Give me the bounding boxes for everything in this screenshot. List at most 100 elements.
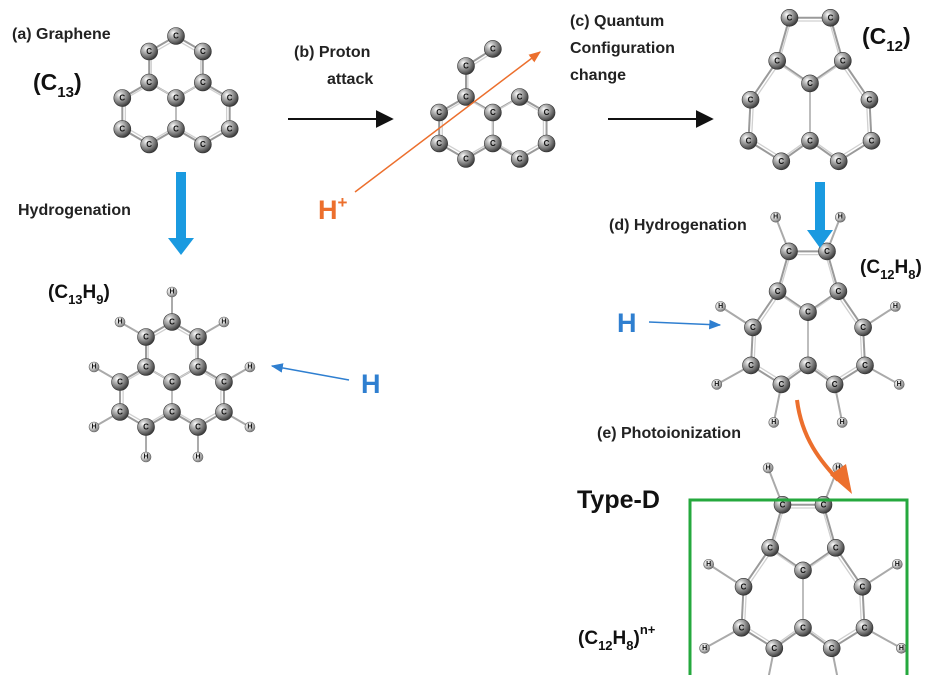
carbon-atom: C — [140, 42, 158, 61]
hydrogen-atom: H — [699, 642, 710, 654]
carbon-atom: C — [215, 403, 233, 421]
carbon-atom: C — [167, 120, 185, 138]
label-proton-attack-line2: attack — [327, 71, 373, 88]
carbon-atom: C — [189, 358, 207, 376]
carbon-atom: C — [799, 303, 817, 322]
hydrogen-atom: H — [114, 316, 126, 328]
carbon-atom: C — [794, 618, 812, 637]
hydrogen-atom: H — [88, 421, 100, 433]
carbon-atom: C — [833, 52, 852, 70]
carbon-atom: C — [822, 639, 841, 658]
label-graphene: (a) Graphene — [12, 26, 111, 43]
carbon-atom: C — [484, 103, 502, 122]
carbon-atom: C — [825, 375, 844, 394]
carbon-atom: C — [801, 74, 819, 93]
photoionization-arrow — [795, 399, 840, 482]
carbon-atom: C — [457, 57, 475, 75]
carbon-atom: C — [856, 356, 874, 375]
carbon-atom: C — [734, 577, 753, 596]
carbon-atom: C — [113, 120, 132, 138]
label-quantum-line2: Configuration — [570, 40, 675, 57]
carbon-atom: C — [772, 152, 791, 171]
hydrogen-atom: H — [770, 211, 782, 223]
hydrogen-atom: H — [768, 417, 780, 428]
carbon-atom: C — [215, 373, 233, 391]
carbon-atom: C — [194, 135, 212, 154]
hydrogen-atom: H — [218, 316, 230, 328]
carbon-atom: C — [741, 91, 760, 109]
carbon-atom: C — [113, 89, 132, 107]
hydrogen-atom: H — [711, 379, 723, 390]
reagent-hydrogen-left: H — [361, 369, 381, 399]
label-hydrogenation-left: Hydrogenation — [18, 202, 131, 219]
carbon-atom: C — [821, 8, 840, 27]
carbon-atom: C — [765, 639, 784, 658]
label-quantum-line1: (c) Quantum — [570, 13, 664, 30]
block-arrow-hydrogenation-d — [807, 182, 833, 248]
carbon-atom: C — [854, 318, 872, 337]
label-hydrogenation-d: (d) Hydrogenation — [609, 217, 747, 234]
label-proton-attack-line1: (b) Proton — [294, 44, 370, 61]
hydrogen-atom: H — [762, 462, 774, 474]
type-d-box — [688, 498, 909, 675]
carbon-atom: C — [855, 618, 874, 637]
label-quantum-line3: change — [570, 67, 626, 84]
carbon-atom: C — [744, 318, 762, 337]
carbon-atom: C — [484, 40, 502, 58]
carbon-atom: C — [484, 134, 502, 153]
carbon-atom: C — [761, 539, 780, 557]
proton-arrow — [354, 51, 541, 193]
carbon-atom: C — [799, 356, 817, 375]
carbon-atom: C — [510, 88, 529, 106]
block-arrow-hydrogenation-left — [168, 172, 194, 255]
carbon-atom: C — [194, 42, 212, 61]
formula-c12h8: (C12H8) — [860, 257, 922, 282]
carbon-atom: C — [862, 132, 881, 150]
carbon-atom: C — [163, 373, 181, 391]
carbon-atom: C — [189, 328, 207, 346]
carbon-atom: C — [768, 52, 787, 70]
carbon-atom: C — [194, 73, 212, 92]
formula-c12h8-ion: (C12H8)n+ — [578, 622, 656, 653]
hydrogen-atom: H — [896, 642, 907, 654]
hydrogen-atom: H — [140, 451, 152, 463]
carbon-atom: C — [167, 27, 185, 45]
carbon-atom: C — [768, 282, 787, 301]
carbon-atom: C — [163, 403, 181, 421]
hydrogen-atom: H — [715, 301, 726, 312]
carbon-atom: C — [140, 135, 158, 154]
carbon-atom: C — [853, 577, 872, 596]
carbon-atom: C — [189, 418, 207, 436]
carbon-atom: C — [732, 618, 751, 637]
reagent-hydrogen-right: H — [617, 308, 637, 338]
carbon-atom: C — [137, 328, 155, 346]
carbon-atom: C — [457, 150, 475, 168]
formula-c13: (C13) — [33, 69, 82, 101]
carbon-atom: C — [772, 375, 791, 394]
formula-c12: (C12) — [862, 23, 911, 55]
carbon-atom: C — [430, 103, 448, 122]
hydrogen-atom: H — [834, 211, 846, 223]
hydrogen-arrow-left — [270, 363, 350, 381]
carbon-atom: C — [430, 134, 448, 153]
hydrogen-atom: H — [244, 361, 256, 373]
carbon-atom: C — [829, 152, 848, 171]
carbon-atom: C — [739, 132, 758, 150]
carbon-atom: C — [829, 282, 848, 301]
carbon-atom: C — [537, 103, 556, 122]
hydrogen-atom: H — [192, 451, 204, 463]
hydrogen-atom: H — [890, 301, 901, 312]
hydrogen-atom: H — [703, 558, 715, 570]
carbon-atom: C — [140, 73, 158, 92]
hydrogen-atom: H — [836, 417, 848, 428]
carbon-atom: C — [137, 358, 155, 376]
carbon-atom: C — [860, 91, 879, 109]
hydrogen-arrow-right — [648, 319, 722, 330]
hydrogen-atom: H — [244, 421, 256, 433]
carbon-atom: C — [111, 403, 129, 421]
